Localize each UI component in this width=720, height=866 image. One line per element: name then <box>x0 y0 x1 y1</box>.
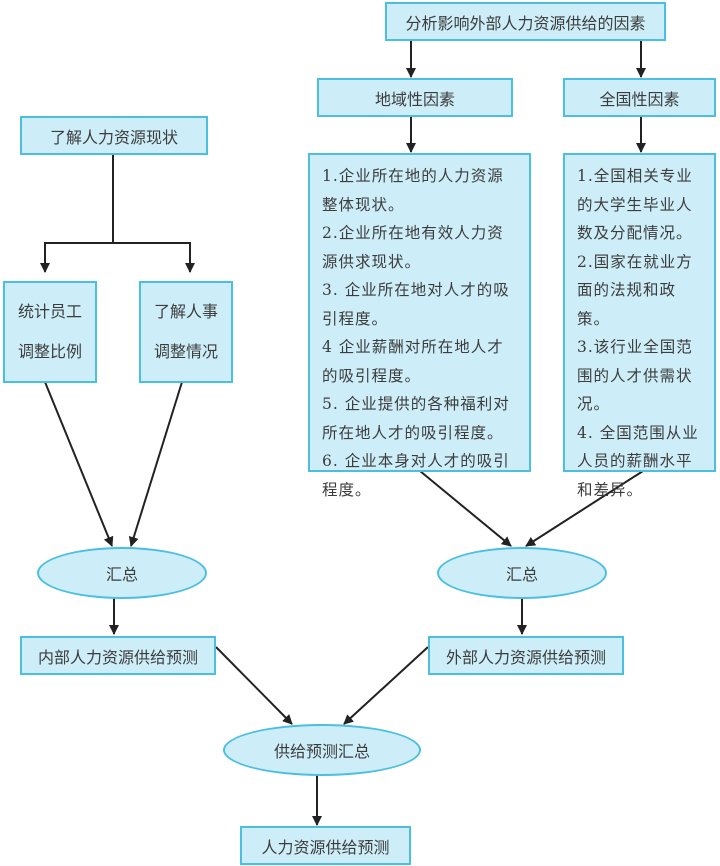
internal-forecast-box: 内部人力资源供给预测 <box>20 636 216 675</box>
final-forecast-box: 人力资源供给预测 <box>240 826 411 865</box>
regional-details-box: 1.企业所在地的人力资源整体现状。 2.企业所在地有效人力资源供求现状。 3. … <box>308 153 531 499</box>
arrow-stat-to-summary <box>44 381 114 547</box>
national-detail-item: 4. 全国范围从业人员的薪酬水平和差异。 <box>577 423 699 499</box>
arrow-national-details-to-summary <box>525 470 644 547</box>
national-detail-item: 3.该行业全国范围的人才供需状况。 <box>577 338 693 413</box>
regional-detail-item: 4 企业薪酬对所在地人才的吸引程度。 <box>322 338 504 385</box>
national-factors-box: 全国性因素 <box>563 78 716 117</box>
regional-detail-item: 2.企业所在地有效人力资源供求现状。 <box>322 224 504 271</box>
arrow-status-branch-right <box>113 242 195 273</box>
arrow-hr-to-summary <box>128 381 183 547</box>
regional-detail-item: 3. 企业所在地对人才的吸引程度。 <box>322 281 510 328</box>
hr-adjust-line2: 调整情况 <box>153 342 218 361</box>
arrow-external-to-supply <box>343 646 429 725</box>
summary-right-ellipse: 汇总 <box>437 547 607 599</box>
supply-summary-ellipse: 供给预测汇总 <box>223 724 421 776</box>
summary-left-ellipse: 汇总 <box>37 547 207 599</box>
regional-detail-item: 5. 企业提供的各种福利对所在地人才的吸引程度。 <box>322 395 510 442</box>
regional-detail-item: 1.企业所在地的人力资源整体现状。 <box>322 167 504 214</box>
external-factors-box: 分析影响外部人力资源供给的因素 <box>385 2 666 41</box>
regional-detail-item: 6. 企业本身对人才的吸引程度。 <box>322 452 510 499</box>
arrow-internal-to-supply <box>215 646 293 725</box>
stat-staff-box: 统计员工 调整比例 <box>3 281 97 383</box>
regional-factors-box: 地域性因素 <box>317 78 513 117</box>
national-detail-item: 2.国家在就业方面的法规和政策。 <box>577 252 693 328</box>
arrow-status-branch <box>40 155 114 273</box>
national-details-box: 1.全国相关专业的大学生毕业人数及分配情况。 2.国家在就业方面的法规和政策。 … <box>563 153 716 499</box>
external-forecast-box: 外部人力资源供给预测 <box>428 636 624 675</box>
hr-adjust-box: 了解人事 调整情况 <box>139 281 233 383</box>
stat-staff-line1: 统计员工 <box>17 302 82 321</box>
understand-status-box: 了解人力资源现状 <box>20 116 208 155</box>
hr-adjust-line1: 了解人事 <box>153 302 218 321</box>
stat-staff-line2: 调整比例 <box>17 342 82 361</box>
national-detail-item: 1.全国相关专业的大学生毕业人数及分配情况。 <box>577 167 693 242</box>
arrow-regional-details-to-summary <box>419 470 512 547</box>
